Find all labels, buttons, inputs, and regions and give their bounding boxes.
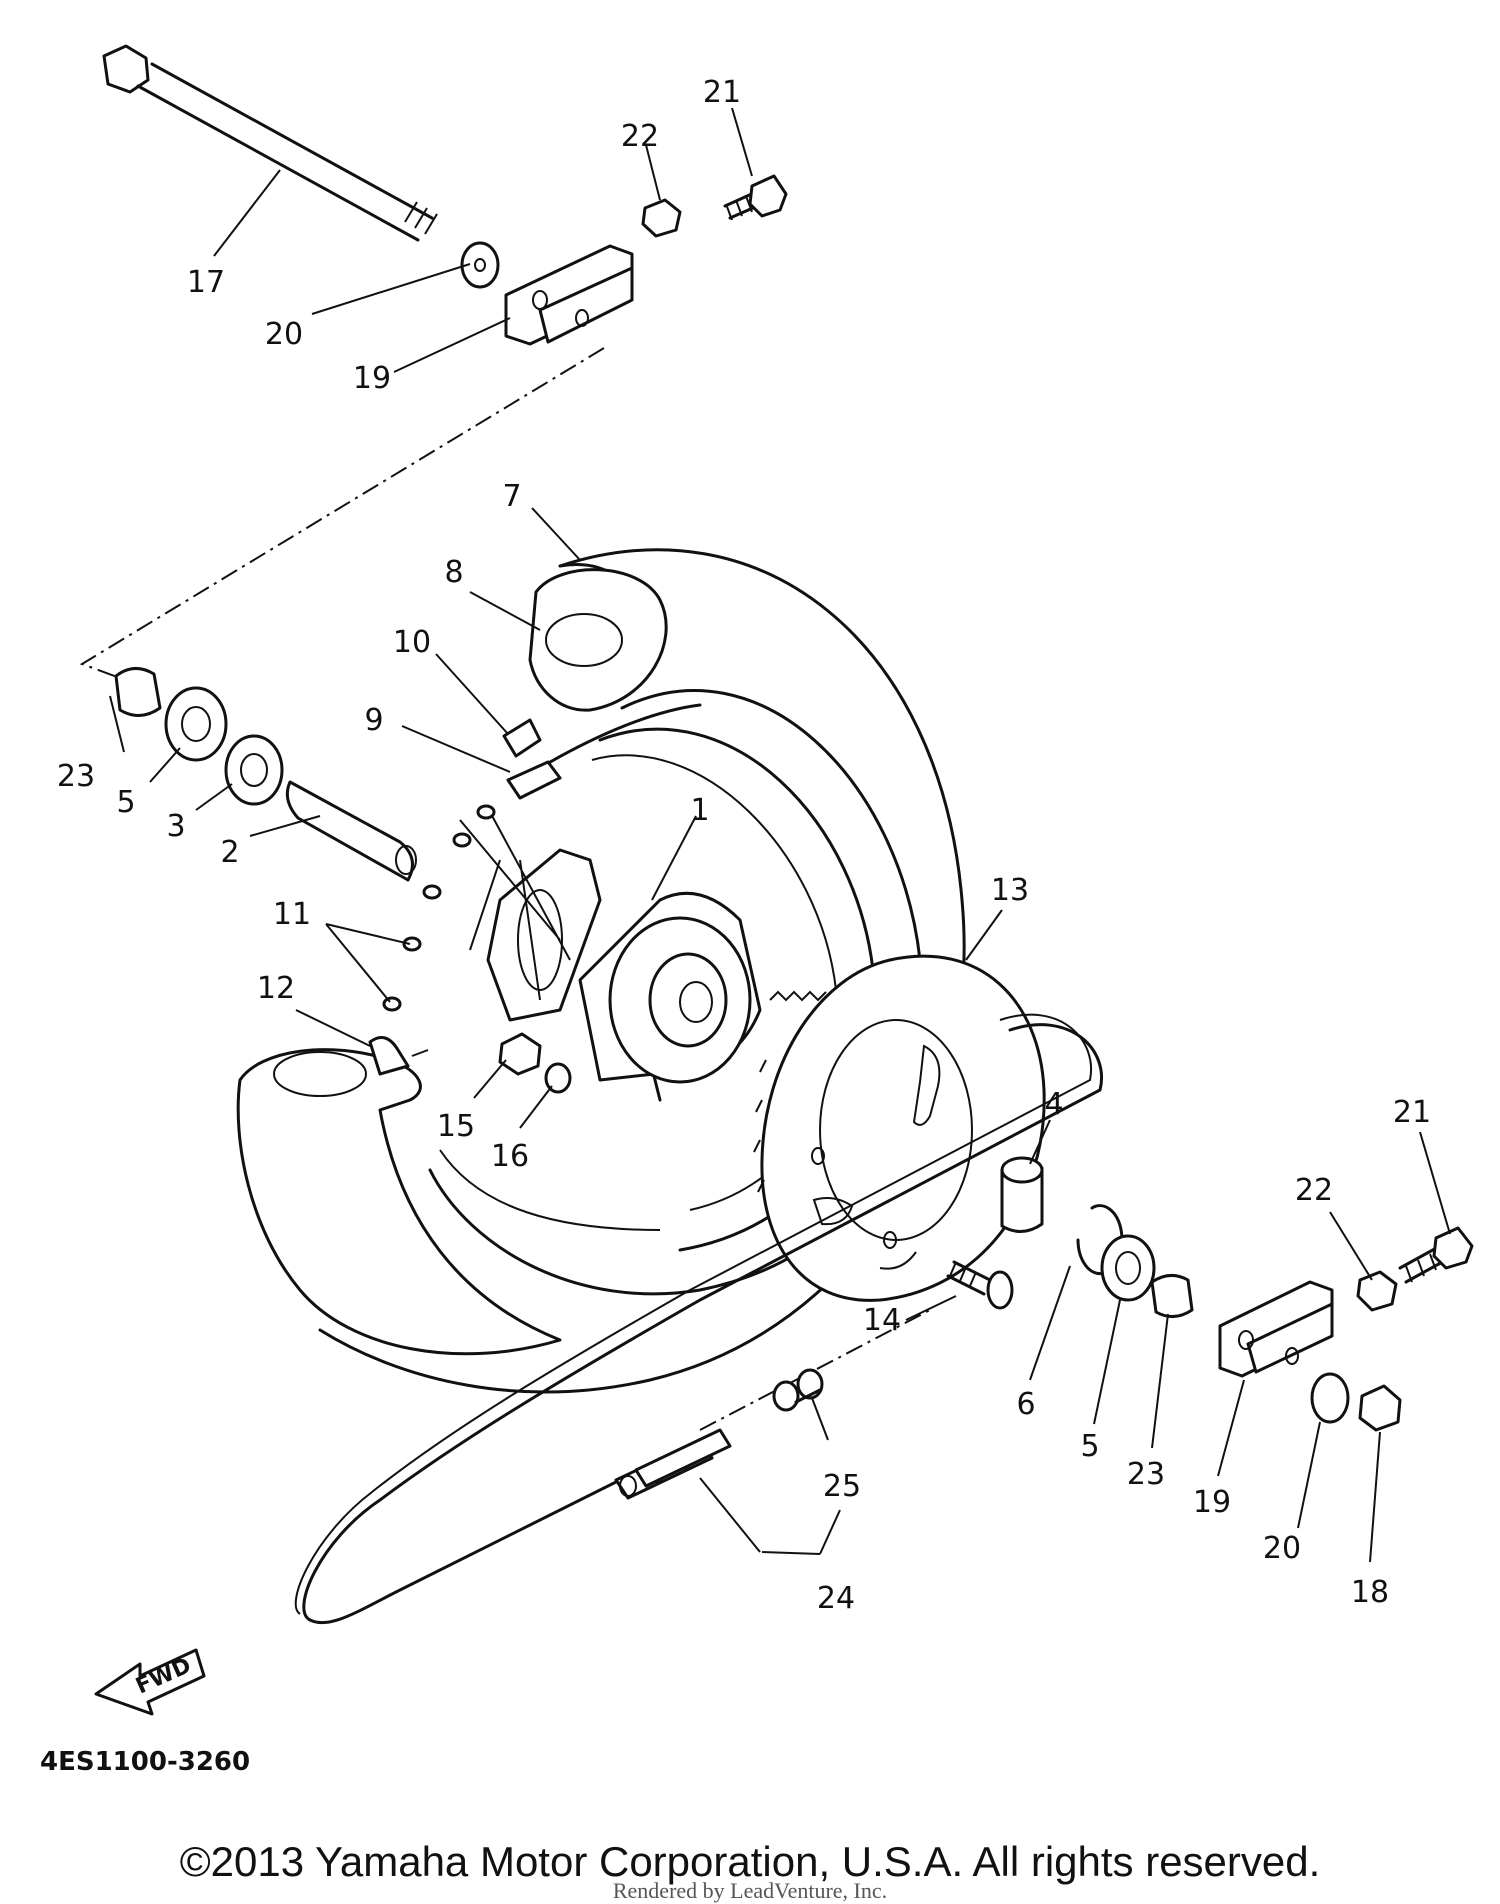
bolt-part <box>723 174 788 221</box>
hub-washer-part <box>544 1062 572 1094</box>
callout-22: 22 <box>621 119 659 154</box>
chain-joint-part <box>772 1368 824 1412</box>
callout-10: 10 <box>393 625 431 660</box>
callout-numbers: 17 20 19 22 21 7 8 10 9 23 5 3 2 1 13 11… <box>57 75 1431 1616</box>
callout-20b: 20 <box>1263 1531 1301 1566</box>
callout-7: 7 <box>502 479 521 514</box>
callout-3: 3 <box>166 809 185 844</box>
right-adjuster-part <box>1218 1280 1334 1378</box>
callout-8: 8 <box>444 555 463 590</box>
callout-24: 24 <box>817 1581 855 1616</box>
callout-9: 9 <box>364 703 383 738</box>
sprocket-bolt-part <box>946 1260 1014 1310</box>
fwd-arrow-icon: FWD <box>94 1648 206 1716</box>
callout-19: 19 <box>353 361 391 396</box>
callout-4: 4 <box>1044 1087 1063 1122</box>
callout-23: 23 <box>57 759 95 794</box>
right-washer-part <box>1310 1372 1350 1424</box>
callout-25: 25 <box>823 1469 861 1504</box>
callout-12: 12 <box>257 971 295 1006</box>
callout-21: 21 <box>703 75 741 110</box>
callout-17: 17 <box>187 265 225 300</box>
callout-19b: 19 <box>1193 1485 1231 1520</box>
callout-6: 6 <box>1016 1387 1035 1422</box>
callout-13: 13 <box>991 873 1029 908</box>
callout-5b: 5 <box>1080 1429 1099 1464</box>
callout-14: 14 <box>863 1303 901 1338</box>
rendered-by-watermark: Rendered by LeadVenture, Inc. <box>612 1878 888 1903</box>
left-hub-stack <box>114 667 417 882</box>
callout-18: 18 <box>1351 1575 1389 1610</box>
copyright-notice: ©2013 Yamaha Motor Corporation, U.S.A. A… <box>179 1838 1321 1885</box>
right-bolt-part <box>1398 1226 1474 1284</box>
right-nut-part <box>1356 1270 1398 1312</box>
callout-21b: 21 <box>1393 1095 1431 1130</box>
leader-lines <box>109 107 1451 1563</box>
callout-2: 2 <box>220 835 239 870</box>
callout-15: 15 <box>437 1109 475 1144</box>
callout-5: 5 <box>116 785 135 820</box>
callout-16: 16 <box>491 1139 529 1174</box>
axle-part <box>102 44 438 242</box>
hub-nut-part <box>498 1032 542 1076</box>
callout-20: 20 <box>265 317 303 352</box>
callout-23b: 23 <box>1127 1457 1165 1492</box>
callout-11: 11 <box>273 897 311 932</box>
chain-adjuster-part <box>504 244 634 346</box>
washer-part <box>460 241 500 289</box>
callout-22b: 22 <box>1295 1173 1333 1208</box>
right-hub-stack <box>1000 1156 1194 1318</box>
chain-section-part <box>614 1428 732 1500</box>
chain-part <box>302 1023 1103 1625</box>
part-code-label: 4ES1100-3260 <box>40 1747 250 1777</box>
nut-part <box>641 198 682 238</box>
callout-1: 1 <box>690 793 709 828</box>
right-axle-nut-part <box>1358 1384 1402 1432</box>
wheel-assembly <box>236 548 966 1394</box>
